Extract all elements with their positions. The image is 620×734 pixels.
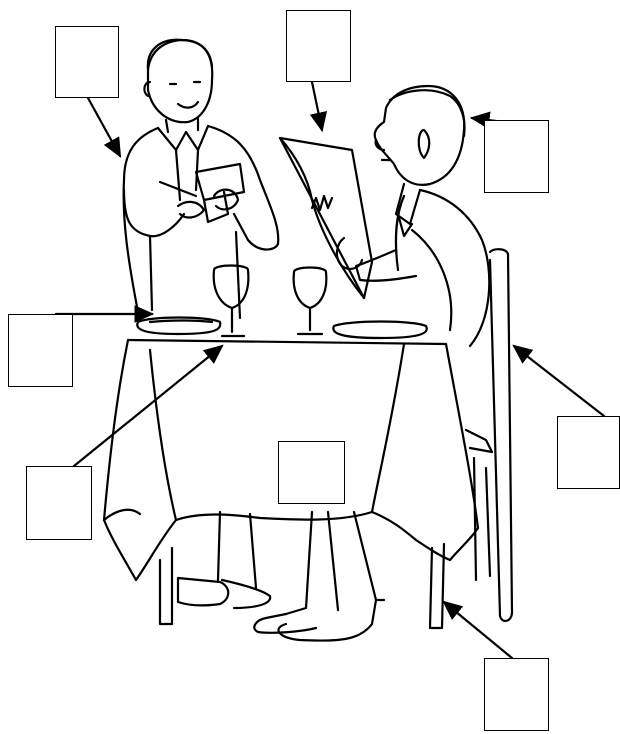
wine-glasses <box>214 266 327 337</box>
label-box-customer[interactable] <box>484 120 549 193</box>
plates <box>137 318 426 339</box>
arrow-table <box>74 346 222 466</box>
label-box-plate[interactable] <box>8 314 73 387</box>
customer-figure <box>254 86 489 641</box>
label-box-menu[interactable] <box>286 10 351 82</box>
arrow-leg <box>444 602 512 658</box>
label-box-tablecloth[interactable] <box>278 441 345 504</box>
label-box-table[interactable] <box>26 466 92 540</box>
label-box-waiter[interactable] <box>55 26 119 98</box>
label-box-leg[interactable] <box>484 658 549 731</box>
arrow-waiter <box>88 98 120 156</box>
waiter-figure <box>124 40 279 318</box>
chair-figure <box>466 249 512 621</box>
arrow-menu <box>312 82 322 130</box>
arrow-chair <box>514 346 604 416</box>
label-box-chair[interactable] <box>557 416 620 489</box>
